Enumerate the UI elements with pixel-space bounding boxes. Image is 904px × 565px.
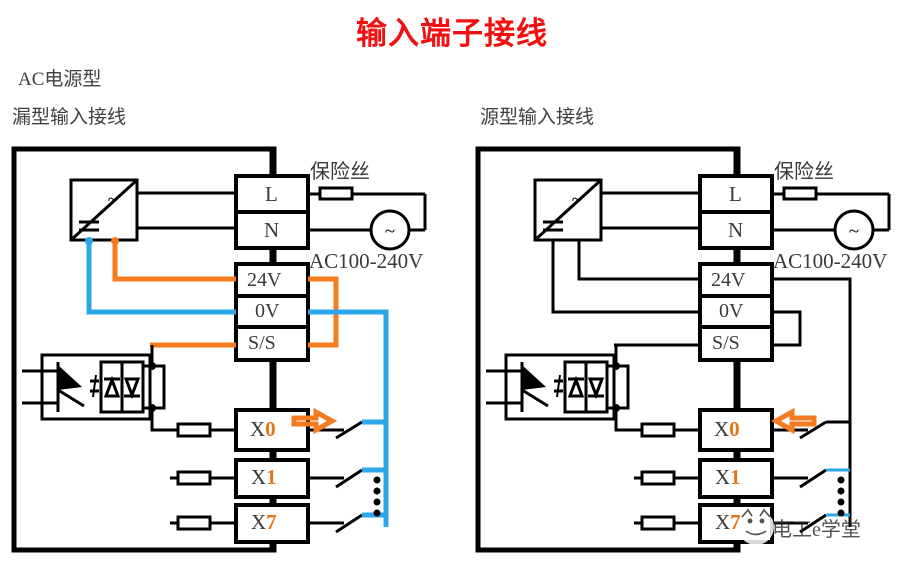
page-title: 输入端子接线	[356, 16, 548, 52]
right-terminal-X0: X0	[714, 417, 740, 442]
left-terminal-SS: S/S	[248, 332, 276, 354]
left-terminal-X7-digit: 7	[266, 510, 277, 534]
right-terminal-0V: 0V	[719, 300, 744, 322]
left-input-resistors	[170, 422, 236, 531]
right-optocoupler	[486, 345, 642, 432]
right-terminal-N: N	[728, 218, 744, 242]
right-switch-supply-bus	[772, 277, 852, 527]
right-fuse-source-circuit: ~	[772, 186, 891, 251]
left-current-direction-arrow	[291, 407, 338, 435]
svg-text:~: ~	[849, 221, 859, 242]
left-orange-wire-psu-to-24v	[111, 237, 236, 282]
left-terminal-X1-digit: 1	[266, 465, 277, 489]
left-terminal-X1-prefix: X	[251, 465, 267, 489]
right-current-direction-arrow	[770, 407, 817, 435]
left-panel-caption-line2: 漏型输入接线	[12, 107, 127, 128]
right-wire-psu-to-24v	[577, 240, 700, 281]
left-panel-caption-line1: AC电源型	[18, 69, 102, 90]
left-power-supply-block: ~	[69, 178, 139, 242]
right-fuse-label: 保险丝	[774, 161, 834, 183]
right-terminal-X1-prefix: X	[715, 465, 731, 489]
left-blue-switch-return-bus	[308, 309, 389, 527]
left-fuse-label: 保险丝	[310, 161, 370, 183]
left-supply-terminal-block	[234, 262, 310, 362]
left-ac-source-label: AC100-240V	[309, 249, 424, 273]
right-ac-source-label: AC100-240V	[773, 249, 888, 273]
right-terminal-24V: 24V	[711, 269, 746, 291]
svg-text:~: ~	[572, 189, 583, 211]
right-input-resistors	[634, 422, 700, 531]
left-mains-wiring	[137, 151, 275, 230]
left-terminal-X7: X7	[251, 510, 277, 535]
right-jumper-0v-to-ss	[772, 310, 802, 347]
left-blue-wire-psu-to-0v	[85, 237, 236, 315]
left-optocoupler	[22, 345, 178, 432]
watermark-text: 电工e学堂	[772, 519, 861, 541]
left-input-switches[interactable]	[308, 419, 386, 534]
watermark-logo-icon	[738, 508, 774, 545]
right-terminal-X7: X7	[715, 510, 741, 535]
left-mains-terminal-block	[234, 174, 310, 250]
left-terminal-N: N	[264, 218, 280, 242]
right-terminal-X0-prefix: X	[714, 417, 730, 441]
right-wire-psu-to-0v	[551, 240, 700, 314]
right-panel-caption: 源型输入接线	[480, 107, 595, 128]
right-terminal-X0-digit: 0	[729, 417, 740, 441]
left-fuse-source-circuit: ~	[308, 186, 427, 251]
right-terminal-SS: S/S	[712, 332, 740, 354]
right-power-supply-block: ~	[533, 178, 603, 242]
left-terminal-X0-digit: 0	[265, 417, 276, 441]
left-terminal-L: L	[265, 182, 278, 206]
svg-text:~: ~	[385, 221, 395, 242]
right-ellipsis-dots	[837, 476, 845, 517]
left-terminal-24V: 24V	[247, 269, 282, 291]
right-terminal-X7-digit: 7	[730, 510, 741, 534]
right-mains-wiring	[601, 151, 739, 230]
right-terminal-X1: X1	[715, 465, 741, 490]
left-ellipsis-dots	[373, 476, 381, 517]
left-terminal-0V: 0V	[255, 300, 280, 322]
left-terminal-X1: X1	[251, 465, 277, 490]
left-terminal-X7-prefix: X	[251, 510, 267, 534]
left-terminal-X0-prefix: X	[250, 417, 266, 441]
svg-text:~: ~	[108, 189, 119, 211]
right-terminal-L: L	[729, 182, 742, 206]
right-terminal-X7-prefix: X	[715, 510, 731, 534]
left-terminal-X0: X0	[250, 417, 276, 442]
right-mains-terminal-block	[698, 174, 774, 250]
right-terminal-X1-digit: 1	[730, 465, 741, 489]
